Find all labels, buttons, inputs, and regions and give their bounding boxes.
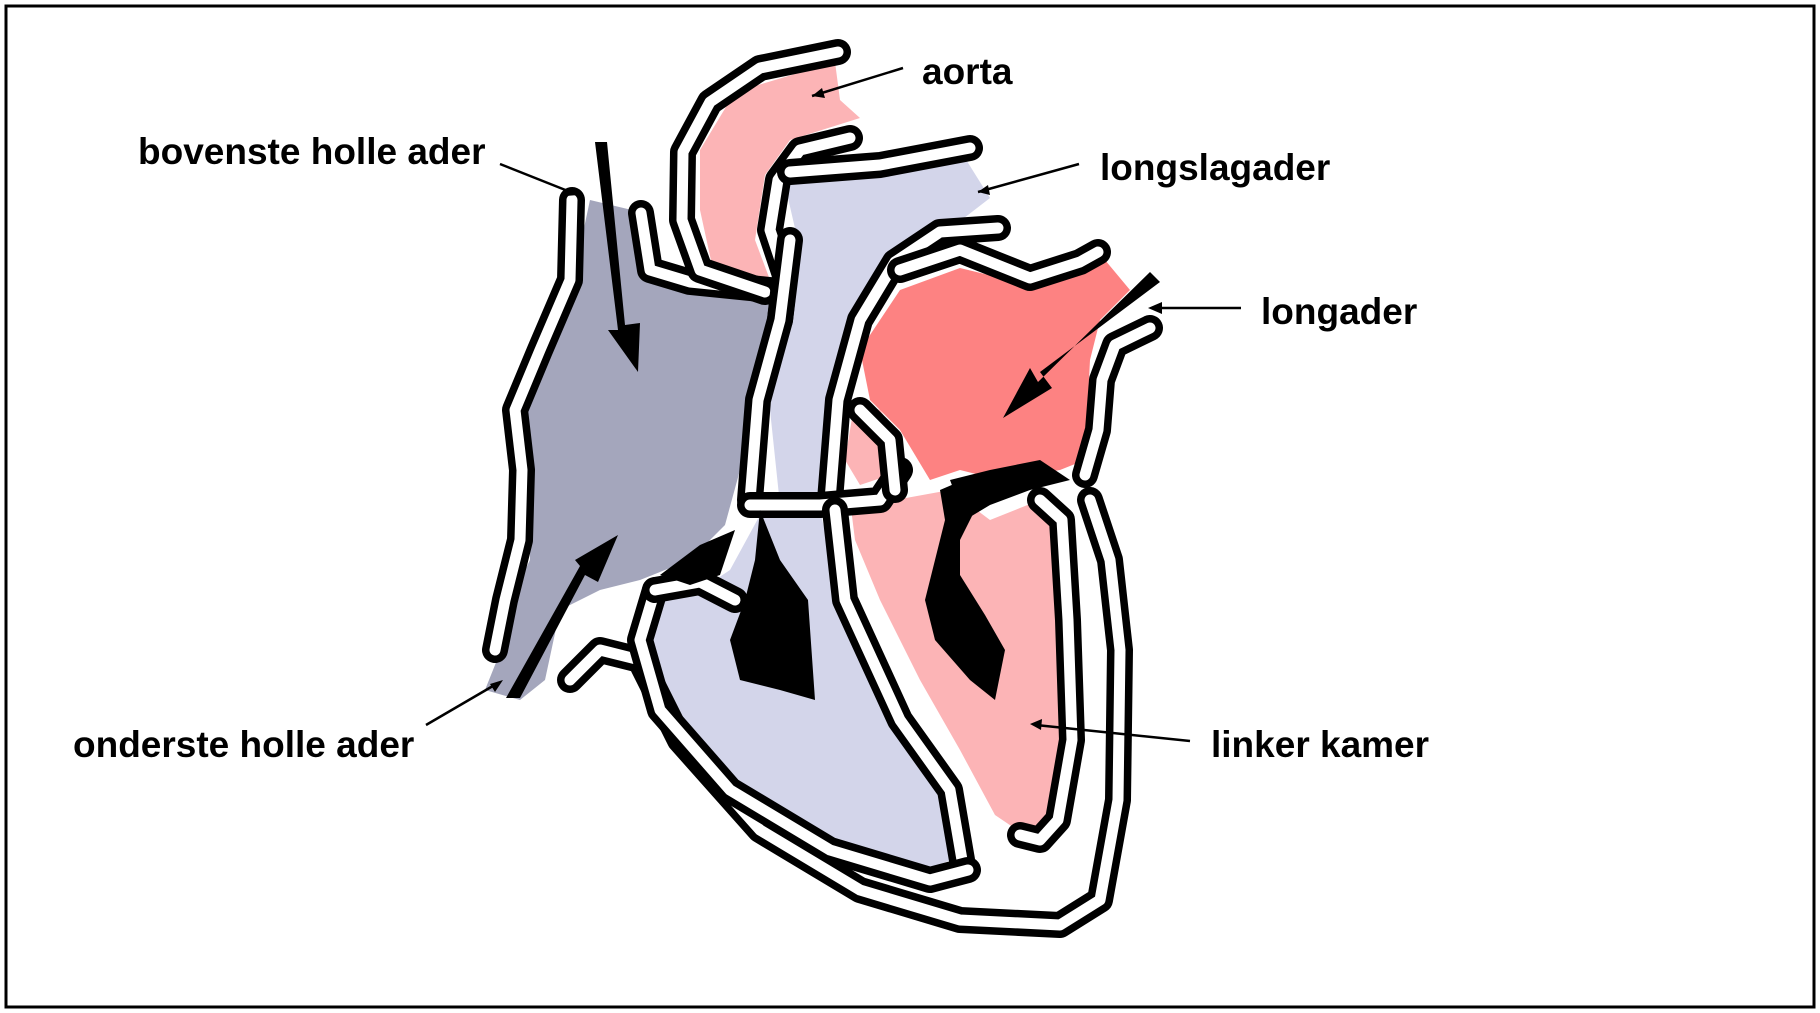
leader-line-pulmonary-artery bbox=[978, 164, 1079, 192]
label-pulmonary-artery: longslagader bbox=[1100, 147, 1330, 188]
label-inferior-vena-cava: onderste holle ader bbox=[73, 724, 414, 765]
label-pulmonary-vein: longader bbox=[1261, 291, 1417, 332]
leader-line-superior-vena-cava bbox=[500, 164, 578, 195]
label-left-ventricle: linker kamer bbox=[1211, 724, 1429, 765]
label-aorta: aorta bbox=[922, 51, 1013, 92]
label-superior-vena-cava: bovenste holle ader bbox=[138, 131, 486, 172]
leader-line-inferior-vena-cava bbox=[426, 683, 498, 725]
